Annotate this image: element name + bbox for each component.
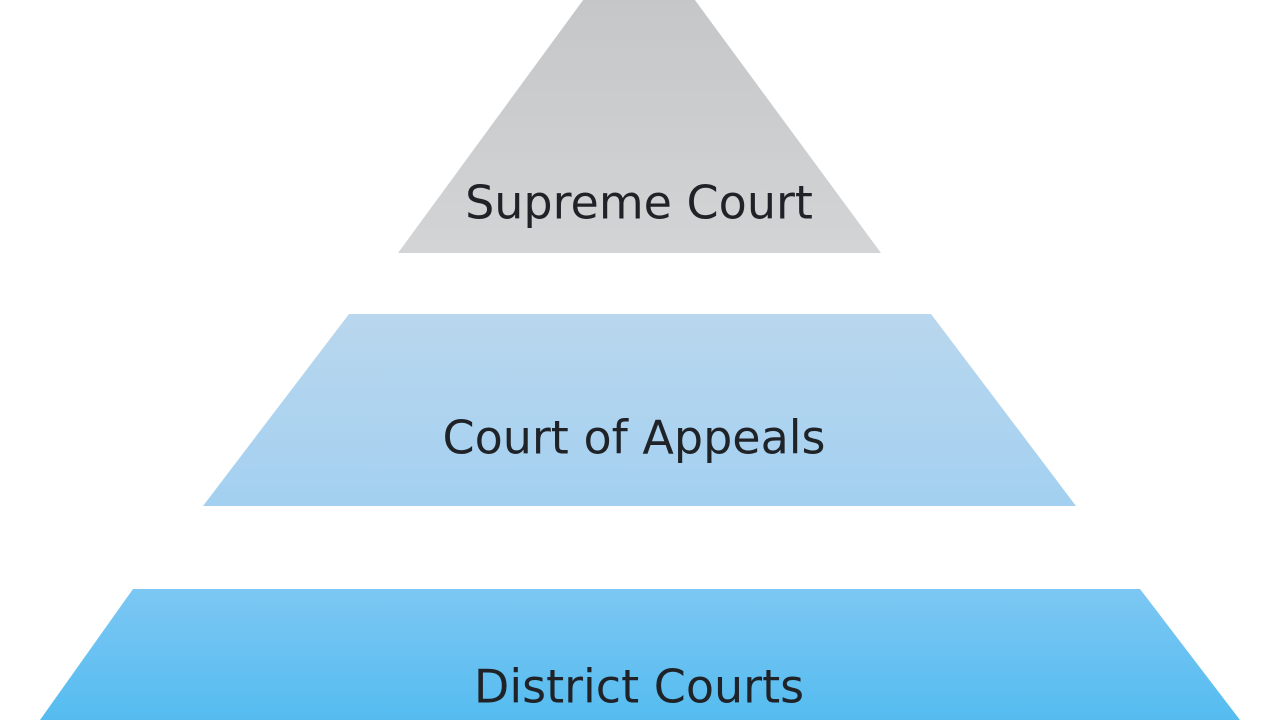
- tier-court-of-appeals-shape: [203, 314, 1076, 506]
- tier-supreme-court-shape: [398, 0, 881, 253]
- tier-supreme-court-label: Supreme Court: [465, 176, 813, 230]
- tier-court-of-appeals: Court of Appeals: [203, 314, 1076, 506]
- tier-district-courts-label: District Courts: [474, 660, 804, 714]
- tier-court-of-appeals-label: Court of Appeals: [442, 411, 825, 465]
- tier-supreme-court: Supreme Court: [398, 0, 881, 253]
- tier-district-courts-shape: [40, 589, 1240, 720]
- tier-district-courts: District Courts: [40, 589, 1240, 720]
